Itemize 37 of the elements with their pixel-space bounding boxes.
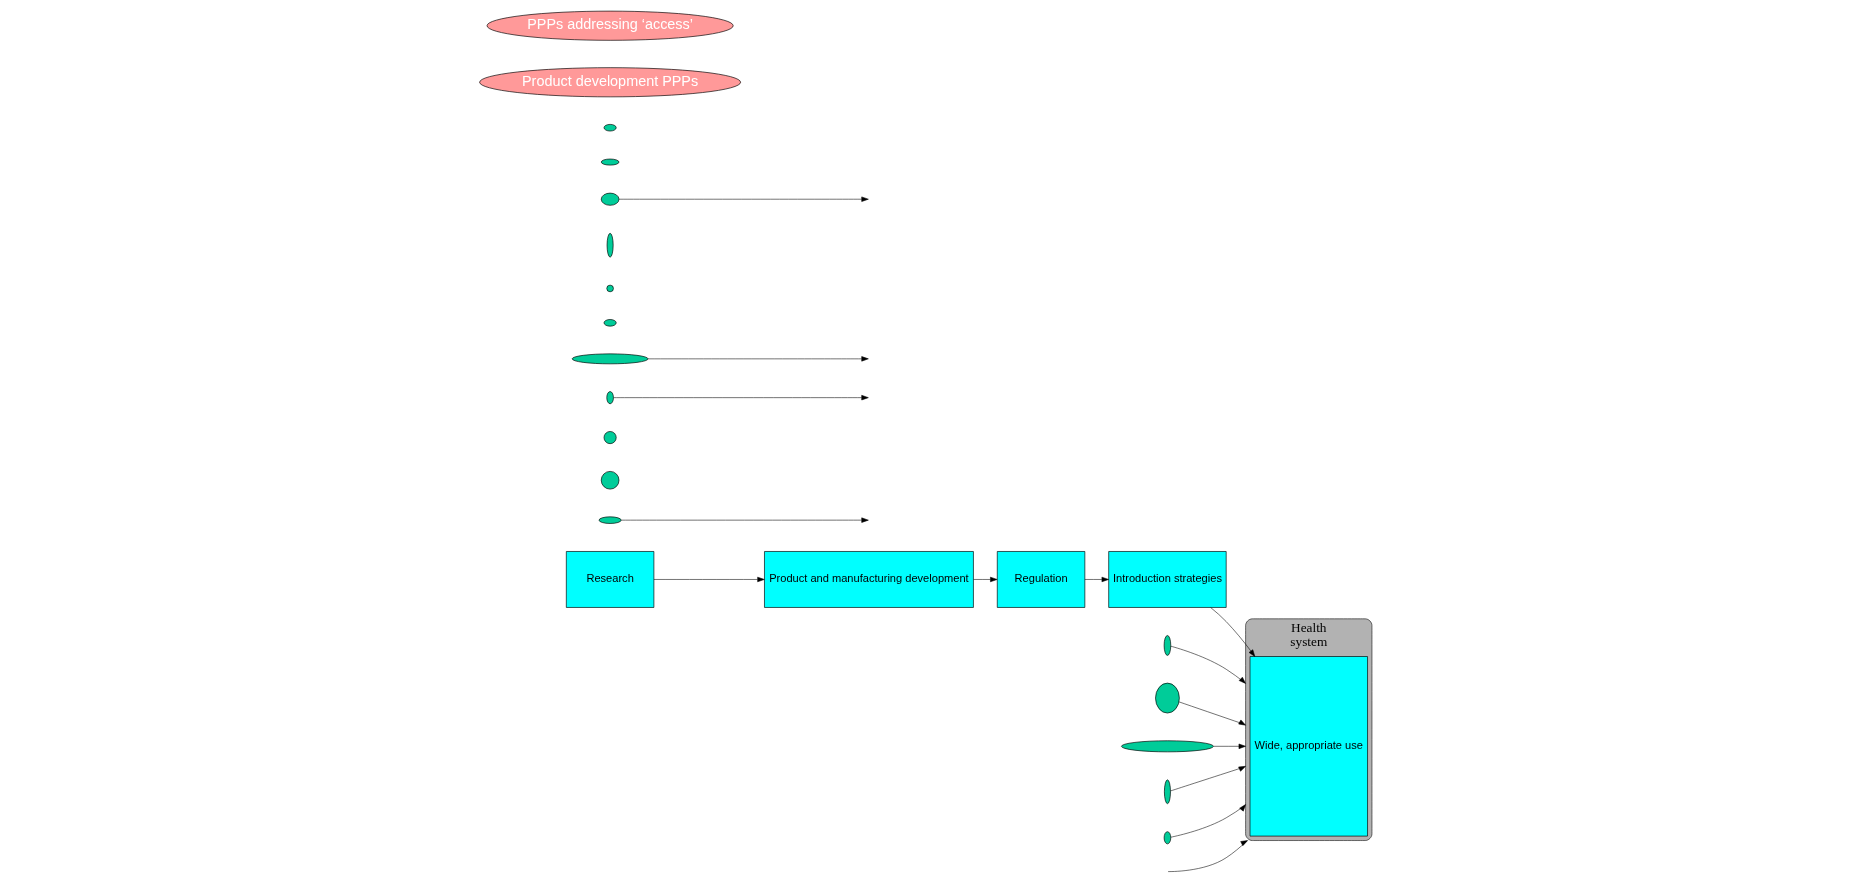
node-ellipse: Product development PPPs — [478, 66, 741, 97]
node-box: Product and manufacturing development — [763, 550, 974, 608]
node-ellipse — [571, 353, 648, 364]
node-ellipse — [606, 232, 613, 257]
node-ellipse — [603, 318, 617, 326]
node-ellipse — [600, 158, 619, 165]
node-box: Wide, appropriate use — [1249, 655, 1368, 836]
arrow — [1209, 606, 1255, 657]
node-circle — [603, 430, 617, 444]
arrow — [612, 394, 869, 400]
arrow — [972, 576, 997, 582]
arrow — [1170, 645, 1246, 684]
arrow — [1084, 576, 1109, 582]
node-ellipse — [1163, 830, 1171, 844]
node-ellipse: PPPs addressing ‘access’ — [486, 10, 734, 41]
node-ellipse — [1120, 739, 1214, 752]
node-box: Research — [565, 550, 654, 608]
node-circle — [605, 284, 614, 292]
arrow — [653, 576, 765, 582]
node-ellipse — [603, 123, 617, 131]
arrow — [1212, 743, 1246, 749]
arrow — [1170, 803, 1246, 837]
node-box: Introduction strategies — [1107, 550, 1227, 608]
node-ellipse — [605, 390, 614, 404]
arrow — [618, 196, 869, 202]
node-ellipse — [1163, 779, 1171, 804]
node-circle — [600, 470, 619, 489]
arrow — [620, 517, 869, 523]
node-box: Regulation — [996, 550, 1085, 608]
arrow — [647, 355, 869, 361]
node-ellipse — [1154, 682, 1180, 713]
arrow — [1169, 765, 1246, 791]
node-ellipse — [598, 516, 622, 524]
arrow — [1178, 701, 1246, 725]
arrow — [1167, 839, 1248, 872]
node-ellipse — [1163, 634, 1171, 656]
node-ellipse — [600, 192, 619, 206]
